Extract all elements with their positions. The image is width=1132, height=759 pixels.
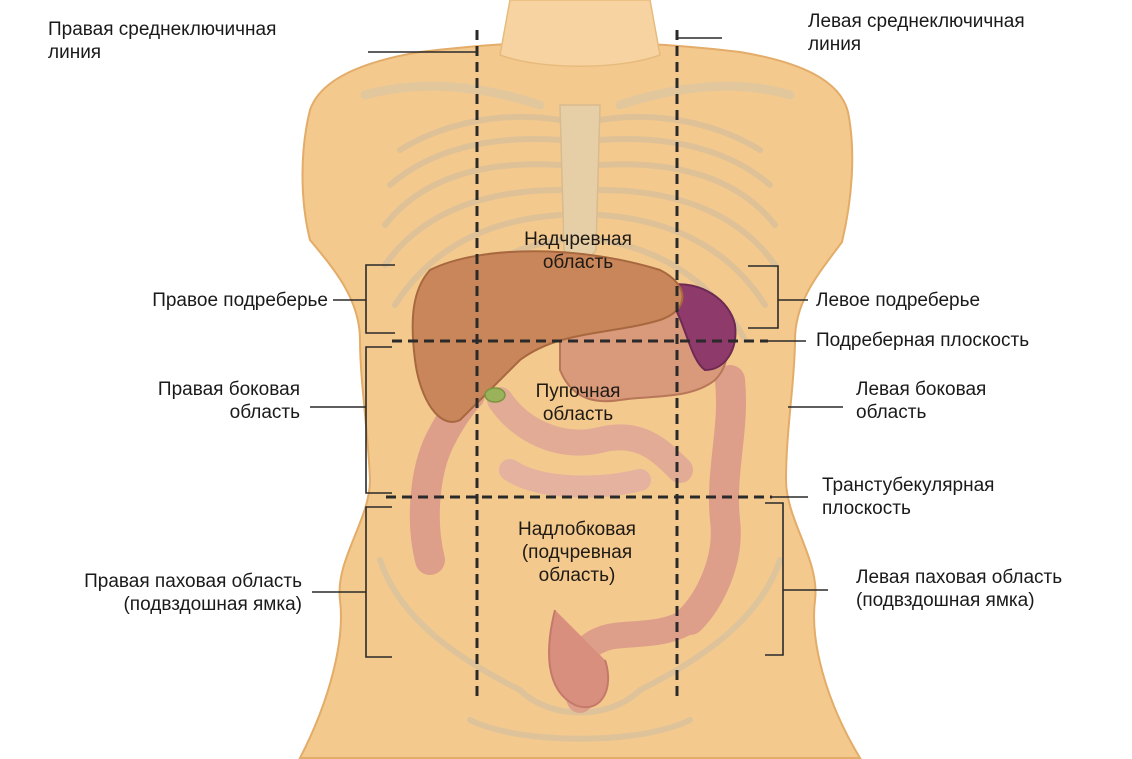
- label-left-hypochondriac: Левое подреберье: [816, 289, 980, 312]
- label-right-hypochondriac: Правое подреберье: [78, 289, 328, 312]
- label-transtubercular-plane: Транстубекулярная плоскость: [822, 474, 994, 520]
- label-right-midclavicular: Правая среднеключичная линия: [48, 18, 276, 64]
- region-umbilical: Пупочная область: [490, 380, 666, 426]
- region-epigastric: Надчревная область: [490, 228, 666, 274]
- neck: [500, 0, 660, 66]
- label-right-lumbar: Правая боковая область: [60, 378, 300, 424]
- label-subcostal-plane: Подреберная плоскость: [816, 329, 1029, 352]
- region-hypogastric: Надлобковая (подчревная область): [482, 518, 672, 587]
- label-left-iliac: Левая паховая область (подвздошная ямка): [856, 566, 1062, 612]
- label-right-iliac: Правая паховая область (подвздошная ямка…: [6, 570, 302, 616]
- label-left-midclavicular: Левая среднеключичная линия: [808, 10, 1025, 56]
- label-left-lumbar: Левая боковая область: [856, 378, 986, 424]
